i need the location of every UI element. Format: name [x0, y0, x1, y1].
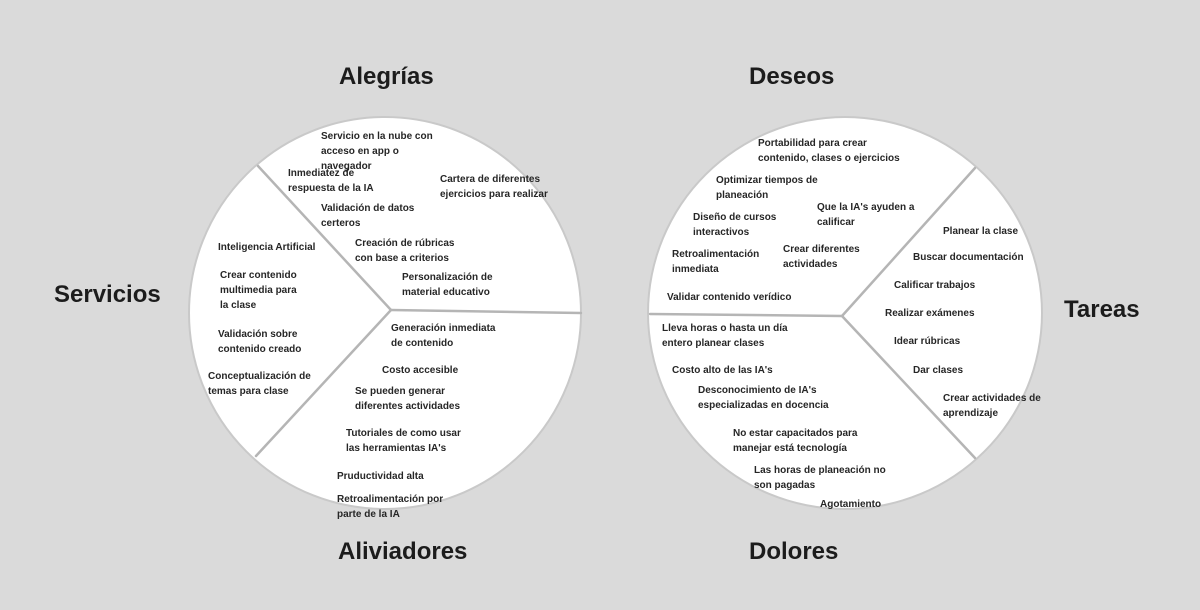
- heading-alegrias: Alegrías: [339, 63, 434, 90]
- dolores-item: Agotamiento: [820, 499, 882, 510]
- dolores-item: Costo alto de las IA's: [672, 365, 773, 376]
- tareas-item: Calificar trabajos: [894, 280, 976, 291]
- aliviadores-item: Retroalimentación por parte de la IA: [337, 494, 444, 520]
- servicios-item: Validación sobre contenido creado: [218, 329, 302, 355]
- tareas-item: Planear la clase: [943, 226, 1019, 237]
- alegrias-item: Personalización de material educativo: [402, 272, 493, 298]
- aliviadores-item: Pruductividad alta: [337, 471, 424, 482]
- deseos-item: Que la IA's ayuden a calificar: [817, 202, 915, 228]
- heading-aliviadores: Aliviadores: [338, 538, 468, 565]
- deseos-item: Diseño de cursos interactivos: [693, 212, 777, 238]
- dolores-item: Las horas de planeación no son pagadas: [754, 465, 886, 491]
- heading-deseos: Deseos: [749, 63, 835, 90]
- tareas-item: Realizar exámenes: [885, 308, 975, 319]
- deseos-item: Crear diferentes actividades: [783, 244, 860, 270]
- dolores-item: No estar capacitados para manejar está t…: [733, 428, 858, 454]
- servicios-item: Inteligencia Artificial: [218, 242, 316, 253]
- deseos-item: Retroalimentación inmediata: [672, 249, 760, 275]
- servicios-item: Conceptualización de temas para clase: [208, 371, 311, 397]
- alegrias-item: Inmediatez de respuesta de la IA: [288, 168, 374, 194]
- alegrias-item: Creación de rúbricas con base a criterio…: [355, 238, 455, 264]
- aliviadores-item: Tutoriales de como usar las herramientas…: [346, 428, 461, 454]
- deseos-item: Validar contenido verídico: [667, 292, 792, 303]
- tareas-item: Buscar documentación: [913, 252, 1024, 263]
- servicios-item: Crear contenido multimedia para la clase: [220, 270, 297, 311]
- tareas-item: Crear actividades de aprendizaje: [943, 393, 1041, 419]
- heading-tareas: Tareas: [1064, 296, 1140, 323]
- aliviadores-item: Generación inmediata de contenido: [391, 323, 496, 349]
- heading-dolores: Dolores: [749, 538, 839, 565]
- dolores-item: Lleva horas o hasta un día entero planea…: [662, 323, 788, 349]
- aliviadores-item: Se pueden generar diferentes actividades: [355, 386, 461, 412]
- dolores-item: Desconocimiento de IA's especializadas e…: [698, 385, 829, 411]
- tareas-item: Idear rúbricas: [894, 336, 961, 347]
- alegrias-item: Servicio en la nube con acceso en app o …: [321, 131, 433, 172]
- tareas-item: Dar clases: [913, 365, 964, 376]
- deseos-item: Portabilidad para crear contenido, clase…: [758, 138, 900, 164]
- deseos-item: Optimizar tiempos de planeación: [716, 175, 818, 201]
- heading-servicios: Servicios: [54, 281, 161, 308]
- alegrias-item: Validación de datos certeros: [321, 203, 415, 229]
- aliviadores-item: Costo accesible: [382, 365, 459, 376]
- alegrias-item: Cartera de diferentes ejercicios para re…: [440, 174, 548, 200]
